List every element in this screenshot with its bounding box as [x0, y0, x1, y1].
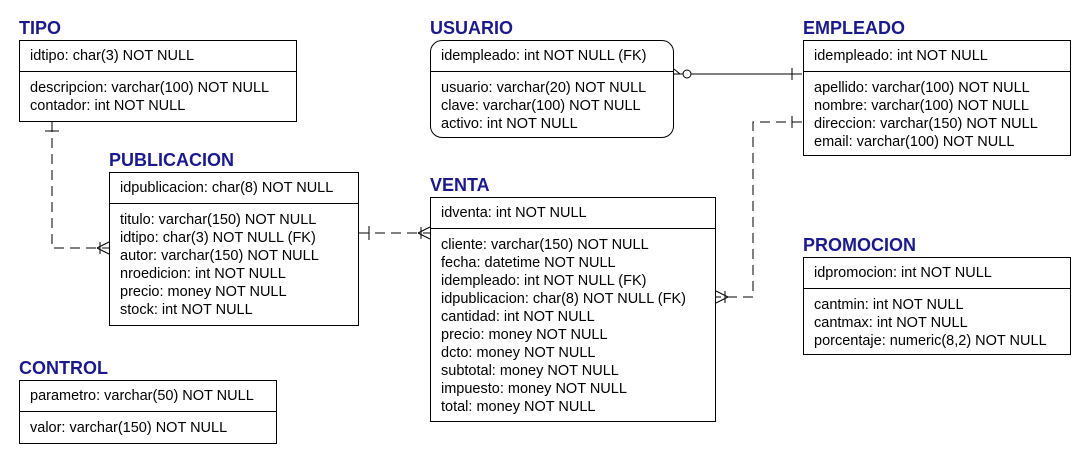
entity-title-venta: VENTA: [430, 175, 490, 195]
attribute: precio: money NOT NULL: [441, 327, 608, 343]
entity-tipo[interactable]: idtipo: char(3) NOT NULL descripcion: va…: [19, 40, 297, 122]
attribute: porcentaje: numeric(8,2) NOT NULL: [814, 333, 1047, 349]
attribute-section: cantmin: int NOT NULL cantmax: int NOT N…: [804, 289, 1070, 356]
attribute: autor: varchar(150) NOT NULL: [120, 248, 319, 264]
key-attribute: idpromocion: int NOT NULL: [814, 265, 992, 281]
attribute: titulo: varchar(150) NOT NULL: [120, 212, 317, 228]
key-section: idpublicacion: char(8) NOT NULL: [110, 173, 358, 204]
attribute: idpublicacion: char(8) NOT NULL (FK): [441, 291, 686, 307]
attribute-section: apellido: varchar(100) NOT NULL nombre: …: [804, 72, 1070, 157]
key-section: idpromocion: int NOT NULL: [804, 258, 1070, 289]
attribute: dcto: money NOT NULL: [441, 345, 596, 361]
attribute: nombre: varchar(100) NOT NULL: [814, 98, 1029, 114]
attribute: stock: int NOT NULL: [120, 302, 253, 318]
entity-title-empleado: EMPLEADO: [803, 18, 906, 38]
entity-title-tipo: TIPO: [19, 18, 62, 38]
entity-venta[interactable]: idventa: int NOT NULL cliente: varchar(1…: [430, 197, 716, 422]
attribute: total: money NOT NULL: [441, 399, 596, 415]
relationship-tipo-publicacion: [45, 122, 110, 255]
entity-title-control: CONTROL: [19, 358, 108, 378]
entity-usuario[interactable]: idempleado: int NOT NULL (FK) usuario: v…: [430, 40, 674, 138]
key-attribute: idempleado: int NOT NULL: [814, 48, 988, 64]
attribute: idtipo: char(3) NOT NULL (FK): [120, 230, 316, 246]
key-attribute: idempleado: int NOT NULL (FK): [441, 48, 647, 64]
entity-promocion[interactable]: idpromocion: int NOT NULL cantmin: int N…: [803, 257, 1071, 355]
attribute: subtotal: money NOT NULL: [441, 363, 619, 379]
attribute: contador: int NOT NULL: [30, 98, 186, 114]
entity-title-promocion: PROMOCION: [803, 235, 917, 255]
attribute-section: cliente: varchar(150) NOT NULL fecha: da…: [431, 229, 715, 422]
attribute: fecha: datetime NOT NULL: [441, 255, 616, 271]
attribute: precio: money NOT NULL: [120, 284, 287, 300]
entity-empleado[interactable]: idempleado: int NOT NULL apellido: varch…: [803, 40, 1071, 156]
attribute-section: descripcion: varchar(100) NOT NULL conta…: [20, 72, 296, 121]
key-attribute: idtipo: char(3) NOT NULL: [30, 48, 195, 64]
attribute-section: valor: varchar(150) NOT NULL: [20, 412, 276, 443]
attribute: usuario: varchar(20) NOT NULL: [441, 80, 647, 96]
attribute: cliente: varchar(150) NOT NULL: [441, 237, 649, 253]
key-section: idempleado: int NOT NULL (FK): [431, 41, 673, 72]
attribute-section: usuario: varchar(20) NOT NULL clave: var…: [431, 72, 673, 139]
attribute: email: varchar(100) NOT NULL: [814, 134, 1015, 150]
key-attribute: parametro: varchar(50) NOT NULL: [30, 388, 254, 404]
key-attribute: idpublicacion: char(8) NOT NULL: [120, 180, 334, 196]
attribute: idempleado: int NOT NULL (FK): [441, 273, 647, 289]
attribute: nroedicion: int NOT NULL: [120, 266, 286, 282]
attribute: cantmax: int NOT NULL: [814, 315, 968, 331]
key-section: idtipo: char(3) NOT NULL: [20, 41, 296, 72]
attribute: direccion: varchar(150) NOT NULL: [814, 116, 1038, 132]
entity-title-publicacion: PUBLICACION: [109, 150, 234, 170]
attribute: cantmin: int NOT NULL: [814, 297, 964, 313]
relationship-publicacion-venta: [359, 226, 431, 240]
attribute: clave: varchar(100) NOT NULL: [441, 98, 641, 114]
key-section: parametro: varchar(50) NOT NULL: [20, 381, 276, 412]
relationship-empleado-usuario: [673, 68, 802, 80]
attribute: cantidad: int NOT NULL: [441, 309, 595, 325]
attribute: valor: varchar(150) NOT NULL: [30, 420, 228, 436]
entity-publicacion[interactable]: idpublicacion: char(8) NOT NULL titulo: …: [109, 172, 359, 326]
attribute: apellido: varchar(100) NOT NULL: [814, 80, 1030, 96]
key-attribute: idventa: int NOT NULL: [441, 205, 587, 221]
entity-control[interactable]: parametro: varchar(50) NOT NULL valor: v…: [19, 380, 277, 444]
key-section: idempleado: int NOT NULL: [804, 41, 1070, 72]
attribute: activo: int NOT NULL: [441, 116, 578, 132]
relationship-empleado-venta: [715, 116, 802, 304]
attribute-section: titulo: varchar(150) NOT NULL idtipo: ch…: [110, 204, 358, 325]
entity-title-usuario: USUARIO: [430, 18, 514, 38]
attribute: descripcion: varchar(100) NOT NULL: [30, 80, 270, 96]
key-section: idventa: int NOT NULL: [431, 198, 715, 229]
attribute: impuesto: money NOT NULL: [441, 381, 627, 397]
